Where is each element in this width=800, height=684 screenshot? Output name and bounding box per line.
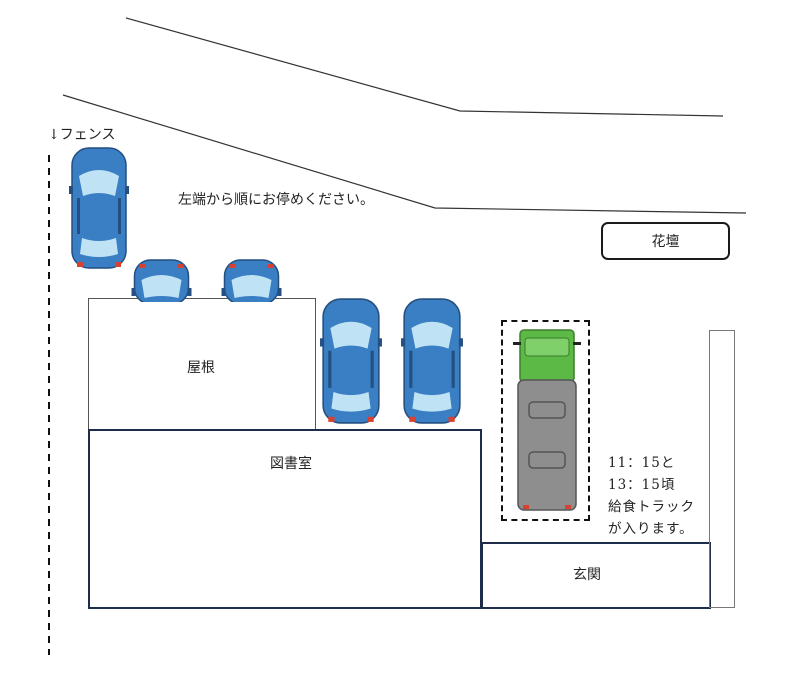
car-icon xyxy=(69,147,129,269)
car-icon xyxy=(401,298,463,424)
flowerbed: 花壇 xyxy=(601,222,730,260)
truck-note-line: が入ります。 xyxy=(608,521,694,537)
car-icon xyxy=(320,298,382,424)
truck-schedule-note: 11：15と 13：15頃 給食トラック が入ります。 xyxy=(608,452,695,540)
entrance-label: 玄関 xyxy=(573,567,601,583)
car-icon xyxy=(131,259,192,302)
car-icon xyxy=(221,259,282,302)
truck-note-line: 11：15と xyxy=(608,455,676,471)
truck-icon xyxy=(513,329,581,511)
road-edge-upper xyxy=(125,17,724,117)
side-wall xyxy=(709,330,735,608)
library-building: 図書室 xyxy=(88,429,482,609)
truck-note-line: 給食トラック xyxy=(608,499,695,515)
roof-label: 屋根 xyxy=(187,360,215,376)
flowerbed-label: 花壇 xyxy=(651,234,680,250)
library-label: 図書室 xyxy=(270,456,312,472)
parking-instruction: 左端から順にお停めください。 xyxy=(178,192,374,208)
roof-area: 屋根 xyxy=(88,298,316,431)
truck-note-line: 13：15頃 xyxy=(608,477,676,493)
entrance-area: 玄関 xyxy=(481,542,711,609)
fence-label: ↓フェンス xyxy=(48,127,116,143)
road-edge-lower xyxy=(62,94,747,214)
truck-parking-zone xyxy=(501,320,590,521)
